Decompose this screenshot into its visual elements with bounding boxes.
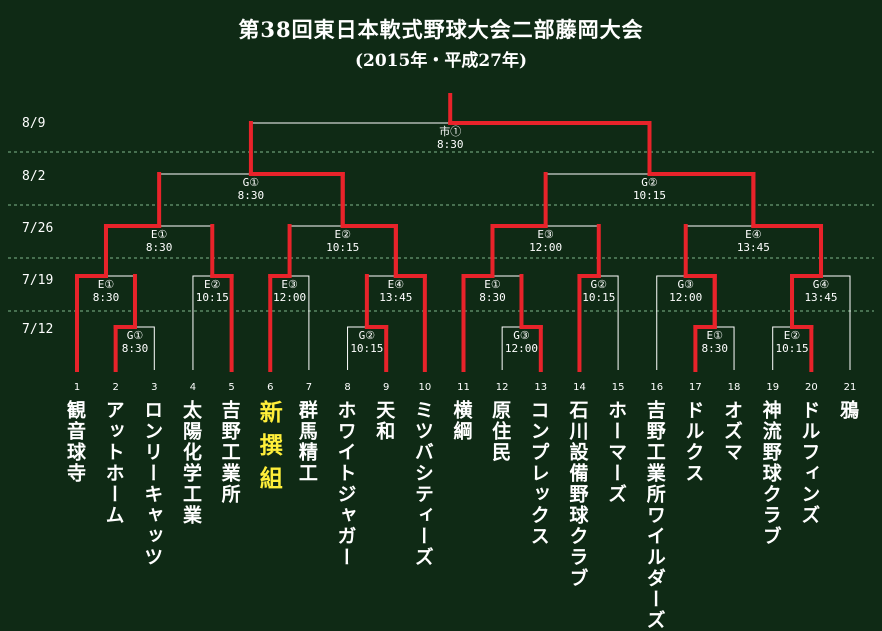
match-venue: E① bbox=[151, 228, 168, 241]
match-time: 8:30 bbox=[238, 189, 265, 202]
match-time: 12:00 bbox=[273, 291, 306, 304]
match-time: 8:30 bbox=[701, 342, 728, 355]
match-venue: G③ bbox=[513, 329, 530, 342]
team-number: 21 bbox=[844, 382, 857, 393]
team-name: ロンリーキャッツ bbox=[141, 400, 164, 568]
match-time: 13:45 bbox=[804, 291, 837, 304]
match-venue: E③ bbox=[281, 278, 298, 291]
team-name: 新撰組 bbox=[255, 400, 282, 499]
team-name: 神流野球クラブ bbox=[759, 400, 782, 547]
match-venue: 市① bbox=[439, 124, 461, 138]
match-time: 13:45 bbox=[737, 241, 770, 254]
team-name: 横綱 bbox=[450, 400, 473, 442]
team-number: 7 bbox=[306, 382, 312, 393]
match-time: 8:30 bbox=[479, 291, 506, 304]
team-name: オズマ bbox=[721, 400, 744, 463]
team-number: 15 bbox=[612, 382, 625, 393]
match-time: 10:15 bbox=[775, 342, 808, 355]
match-venue: G② bbox=[591, 278, 608, 291]
match-time: 10:15 bbox=[326, 241, 359, 254]
team-name: 石川設備野球クラブ bbox=[566, 400, 589, 589]
match-venue: E① bbox=[98, 278, 115, 291]
team-name: アットホーム bbox=[102, 400, 125, 526]
match-venue: E① bbox=[706, 329, 723, 342]
match-venue: G① bbox=[127, 329, 144, 342]
match-time: 13:45 bbox=[379, 291, 412, 304]
team-number: 18 bbox=[728, 382, 741, 393]
match-venue: G② bbox=[641, 176, 658, 189]
bracket-subtitle: (2015年・平成27年) bbox=[354, 51, 528, 71]
team-name: 吉野工業所ワイルダーズ bbox=[643, 400, 666, 631]
match-venue: E③ bbox=[537, 228, 554, 241]
round-date: 7/19 bbox=[22, 273, 53, 288]
team-number: 3 bbox=[151, 382, 157, 393]
team-name: 観音球寺 bbox=[64, 400, 86, 484]
team-number: 19 bbox=[766, 382, 779, 393]
match-time: 8:30 bbox=[122, 342, 149, 355]
match-time: 8:30 bbox=[437, 138, 464, 151]
team-number: 8 bbox=[344, 382, 350, 393]
round-date: 8/9 bbox=[22, 116, 45, 131]
match-venue: E② bbox=[334, 228, 351, 241]
team-name: ミツバシティーズ bbox=[411, 400, 434, 568]
team-name: ドルフィンズ bbox=[798, 400, 821, 526]
team-name: 群馬精工 bbox=[295, 400, 318, 484]
bracket-title: 第38回東日本軟式野球大会二部藤岡大会 bbox=[238, 17, 644, 42]
team-number: 6 bbox=[267, 382, 273, 393]
match-time: 10:15 bbox=[582, 291, 615, 304]
team-number: 1 bbox=[74, 382, 80, 393]
match-time: 10:15 bbox=[196, 291, 229, 304]
match-venue: G④ bbox=[813, 278, 830, 291]
round-date: 7/26 bbox=[22, 221, 53, 236]
team-number: 11 bbox=[457, 382, 470, 393]
team-number: 20 bbox=[805, 382, 818, 393]
team-number: 17 bbox=[689, 382, 702, 393]
team-name: 原住民 bbox=[489, 400, 512, 463]
team-name: ホーマーズ bbox=[605, 400, 628, 505]
team-number: 16 bbox=[650, 382, 663, 393]
team-name: 吉野工業所 bbox=[218, 400, 241, 505]
match-time: 12:00 bbox=[505, 342, 538, 355]
match-venue: G② bbox=[359, 329, 376, 342]
team-number: 10 bbox=[418, 382, 431, 393]
match-time: 8:30 bbox=[146, 241, 173, 254]
match-time: 12:00 bbox=[669, 291, 702, 304]
team-number: 14 bbox=[573, 382, 586, 393]
team-number: 9 bbox=[383, 382, 389, 393]
match-time: 10:15 bbox=[350, 342, 383, 355]
team-number: 13 bbox=[534, 382, 547, 393]
match-venue: E② bbox=[784, 329, 801, 342]
team-name: コンプレックス bbox=[527, 400, 550, 547]
team-number: 5 bbox=[228, 382, 234, 393]
team-name: 鴉 bbox=[837, 400, 859, 421]
match-venue: E② bbox=[204, 278, 221, 291]
match-venue: G① bbox=[243, 176, 260, 189]
match-time: 8:30 bbox=[93, 291, 120, 304]
team-name: ホワイトジャガー bbox=[334, 400, 357, 568]
match-venue: G③ bbox=[677, 278, 694, 291]
team-name: ドルクス bbox=[682, 400, 705, 484]
team-name: 太陽化学工業 bbox=[179, 400, 202, 526]
match-venue: E④ bbox=[388, 278, 405, 291]
round-date: 8/2 bbox=[22, 169, 45, 184]
team-number: 2 bbox=[112, 382, 118, 393]
match-time: 12:00 bbox=[529, 241, 562, 254]
team-number: 12 bbox=[496, 382, 509, 393]
match-venue: E① bbox=[484, 278, 501, 291]
round-date: 7/12 bbox=[22, 322, 53, 337]
team-name: 天和 bbox=[373, 400, 396, 442]
team-number: 4 bbox=[190, 382, 196, 393]
match-time: 10:15 bbox=[633, 189, 666, 202]
match-venue: E④ bbox=[745, 228, 762, 241]
